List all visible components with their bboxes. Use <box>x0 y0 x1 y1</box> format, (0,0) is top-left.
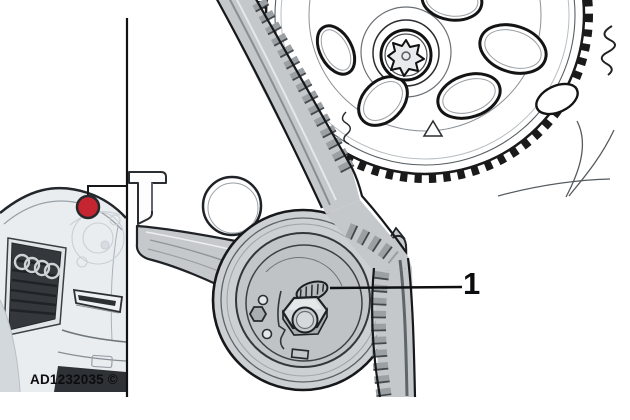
housing-bore <box>201 175 263 237</box>
camshaft-bolt-icon <box>379 28 433 82</box>
timing-belt <box>216 0 417 398</box>
figure-id-label: AD1232035 © <box>30 372 118 387</box>
grille <box>3 237 67 337</box>
sprocket-holes <box>315 0 579 127</box>
red-locator-dot-icon <box>75 194 101 220</box>
bumper <box>0 299 127 393</box>
plate-hole <box>261 328 273 340</box>
face-break-line <box>341 111 351 145</box>
audi-rings-icon <box>13 253 61 280</box>
sprocket-teeth <box>257 0 593 183</box>
car-thumbnail <box>0 185 127 393</box>
camshaft-sprocket <box>257 0 593 183</box>
timing-triangle-mark <box>422 119 444 137</box>
callout-1-label: 1 <box>463 266 481 301</box>
locator-callout-line <box>87 185 127 196</box>
tensioner-nut-icon <box>281 295 329 336</box>
callout-1-leader-line <box>329 285 463 290</box>
mounting-bracket <box>128 171 167 225</box>
tensioner-pulley <box>211 208 395 392</box>
engine-edge-lines <box>497 25 616 198</box>
headlight <box>72 288 124 314</box>
hex-socket-icon <box>248 306 268 322</box>
plate-tab <box>290 348 310 360</box>
break-squiggle-line <box>600 25 616 76</box>
plate-hole <box>257 294 269 306</box>
